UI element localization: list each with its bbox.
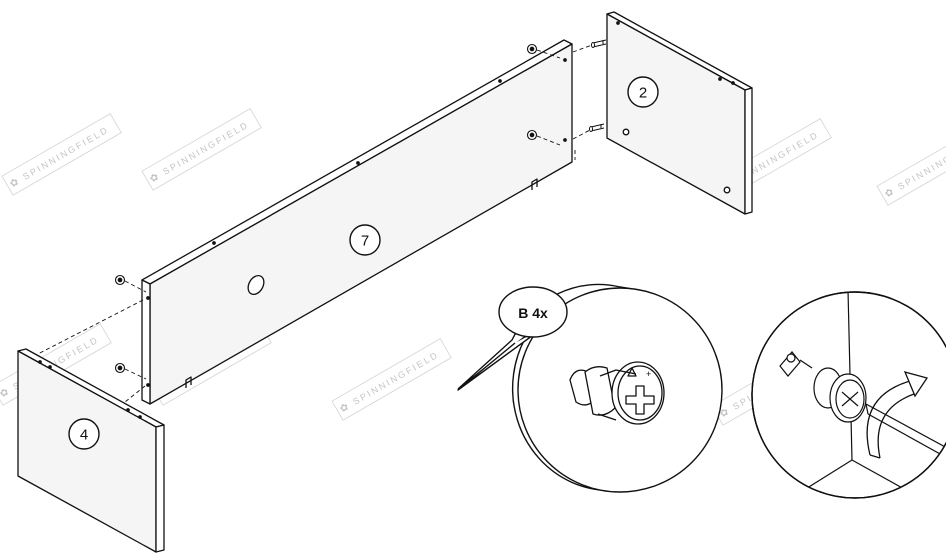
dowel-pin [591, 39, 607, 48]
rotate-arrow-icon [866, 371, 929, 459]
fitting-detail-callout: + B 4x [457, 283, 723, 493]
watermark: SPINNINGFIELD ✿ [141, 108, 262, 191]
svg-text:✿: ✿ [338, 402, 351, 416]
part-label-7: 7 [349, 224, 381, 256]
assembly-guide-lines [35, 44, 593, 403]
cam-lock-fitting-icon: + [569, 361, 665, 425]
part-label-2: 2 [627, 76, 659, 108]
svg-text:7: 7 [361, 233, 369, 250]
svg-text:SPINNINGFIELD: SPINNINGFIELD [351, 349, 441, 406]
svg-text:SPINNINGFIELD: SPINNINGFIELD [161, 119, 251, 176]
svg-text:SPINNINGFIELD: SPINNINGFIELD [896, 134, 946, 191]
svg-text:B 4x: B 4x [518, 305, 548, 321]
watermark: SPINNINGFIELD ✿ [876, 123, 946, 206]
dowel-pin [589, 123, 605, 132]
svg-text:+: + [646, 369, 651, 379]
svg-text:✿: ✿ [148, 172, 161, 186]
svg-text:2: 2 [639, 85, 647, 102]
svg-text:✿: ✿ [0, 387, 11, 401]
svg-text:SPINNINGFIELD: SPINNINGFIELD [21, 124, 111, 181]
part-label-4: 4 [68, 418, 100, 450]
tightening-detail-callout [751, 291, 946, 499]
back-panel [141, 39, 573, 405]
svg-text:✿: ✿ [8, 177, 21, 191]
cam-nut-icon [779, 351, 813, 377]
svg-text:4: 4 [80, 427, 88, 444]
watermark: SPINNINGFIELD ✿ [331, 338, 452, 421]
left-side-panel [17, 348, 165, 553]
cam-nut [114, 43, 538, 374]
cable-hole [247, 275, 265, 295]
fitting-label-bubble: B 4x [498, 286, 568, 338]
svg-text:✿: ✿ [883, 187, 896, 201]
right-side-panel [589, 11, 753, 215]
watermark: SPINNINGFIELD ✿ [1, 113, 122, 196]
cam-lock-icon [813, 367, 867, 423]
